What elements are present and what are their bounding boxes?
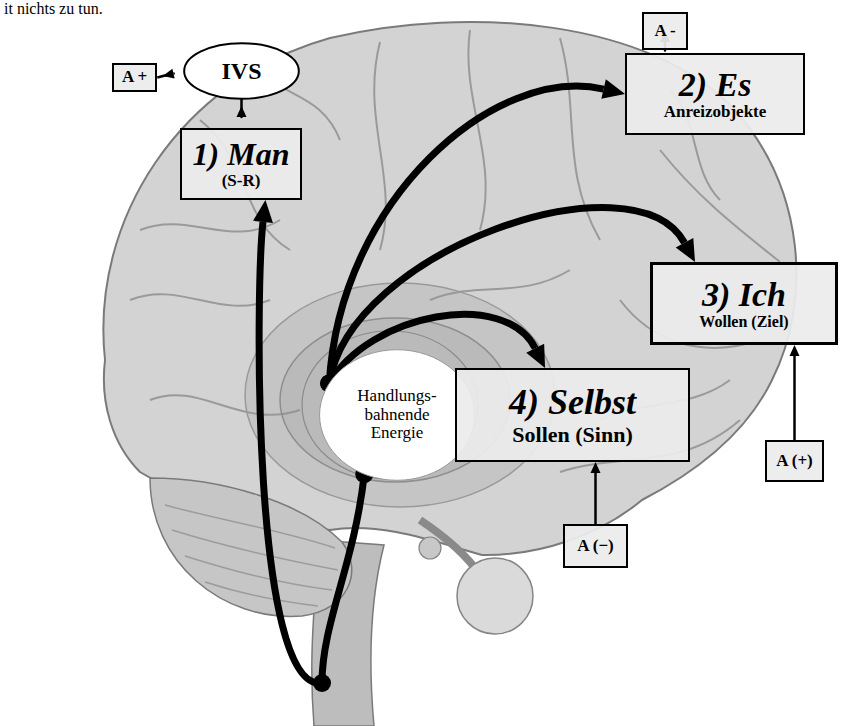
system-box: 2) EsAnreizobjekte [625, 53, 805, 135]
box-heading: 4) Selbst [509, 383, 636, 423]
box-subtitle: (S-R) [222, 172, 261, 191]
ellipse-shape [320, 350, 475, 481]
box-heading: 3) Ich [702, 276, 786, 313]
box-subtitle: Wollen (Ziel) [699, 313, 788, 331]
cerebellum-folds [165, 505, 338, 606]
activation-arrow [793, 356, 796, 440]
energy-arrow [329, 86, 603, 383]
box-heading: 2) Es [679, 66, 752, 103]
energy-ellipse: Handlungs- bahnende Energie [318, 347, 476, 483]
activation-label: A (+) [776, 452, 813, 471]
activation-box: A - [642, 12, 688, 50]
activation-arrow [594, 473, 597, 524]
activation-box: A (−) [563, 524, 628, 568]
ellipse-shape [184, 43, 299, 99]
activation-box: A (+) [765, 440, 824, 482]
box-subtitle: Sollen (Sinn) [512, 423, 632, 447]
activation-arrow [240, 99, 243, 117]
system-box: 3) IchWollen (Ziel) [650, 262, 838, 345]
brain-sulci [130, 30, 780, 472]
box-heading: 1) Man [193, 137, 290, 172]
activation-label: A - [654, 22, 675, 41]
cerebellum [150, 478, 352, 616]
ellipse-label: IVS [221, 58, 261, 84]
system-box: 1) Man(S-R) [180, 128, 302, 200]
system-box: 4) SelbstSollen (Sinn) [455, 368, 690, 462]
ivs-ellipse: IVS [183, 42, 300, 100]
activation-arrow [157, 74, 173, 78]
eyeball [457, 558, 533, 634]
activation-label: A (−) [577, 537, 614, 556]
junction-dot [313, 674, 331, 692]
box-subtitle: Anreizobjekte [664, 103, 767, 122]
activation-label: A + [122, 68, 147, 87]
activation-box: A + [112, 63, 157, 92]
page-fragment-text: it nichts zu tun. [4, 0, 103, 18]
pituitary [419, 537, 441, 559]
ellipse-label: Handlungs- bahnende Energie [347, 387, 447, 443]
